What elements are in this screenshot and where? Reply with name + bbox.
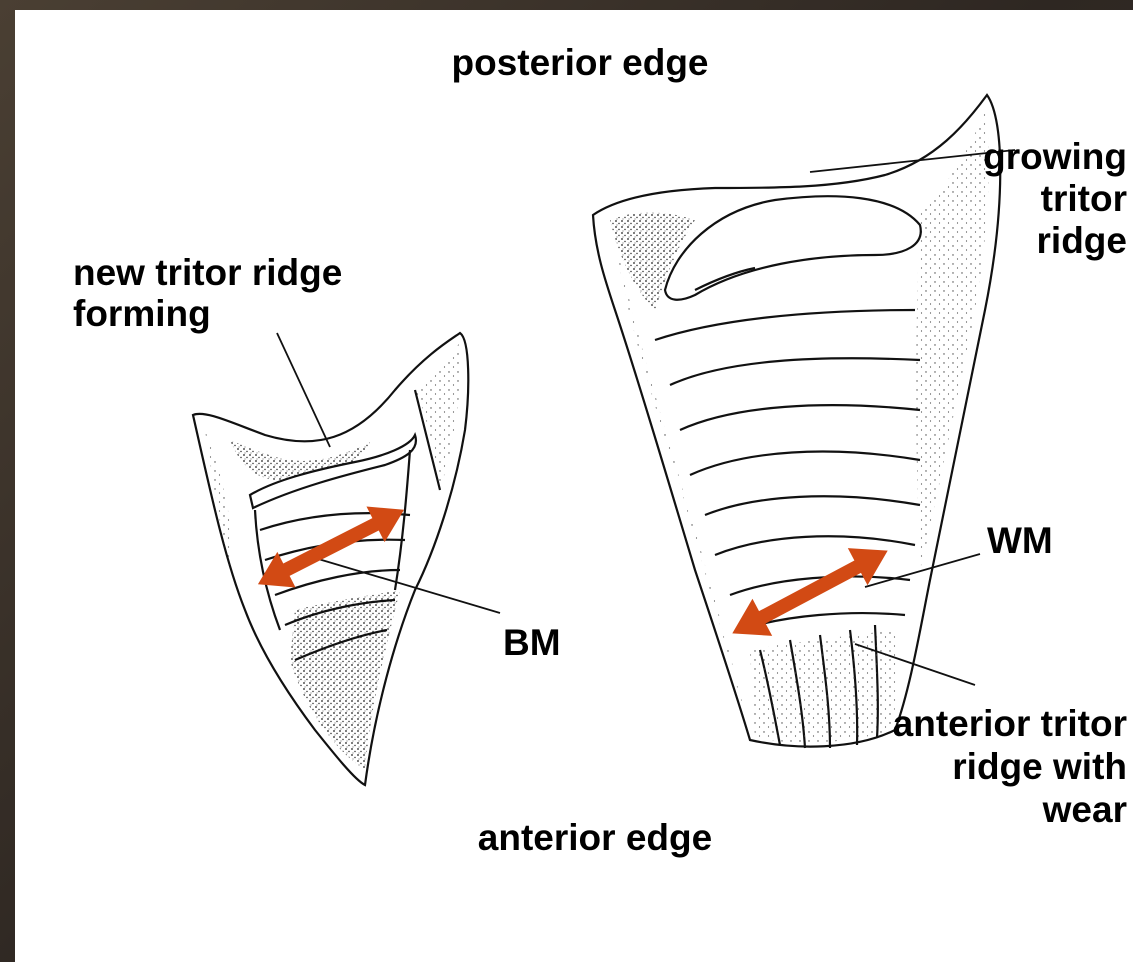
label-forming: forming — [73, 293, 211, 334]
label-posterior-edge: posterior edge — [410, 42, 750, 83]
label-anterior-edge: anterior edge — [435, 817, 755, 858]
tooth-plate-small-illustration — [193, 333, 468, 785]
label-tritor: tritor — [915, 178, 1127, 219]
label-wear: wear — [795, 789, 1127, 830]
label-growing: growing — [915, 136, 1127, 177]
label-anterior-tritor: anterior tritor — [795, 703, 1127, 744]
label-ridge: ridge — [915, 220, 1127, 261]
label-wm: WM — [987, 520, 1053, 561]
label-ridge-with: ridge with — [795, 746, 1127, 787]
leader-new-tritor-ridge — [277, 333, 330, 447]
label-bm: BM — [503, 622, 561, 663]
diagram-canvas: posterior edge new tritor ridge forming … — [15, 10, 1133, 962]
label-new-tritor-ridge: new tritor ridge — [73, 252, 342, 293]
